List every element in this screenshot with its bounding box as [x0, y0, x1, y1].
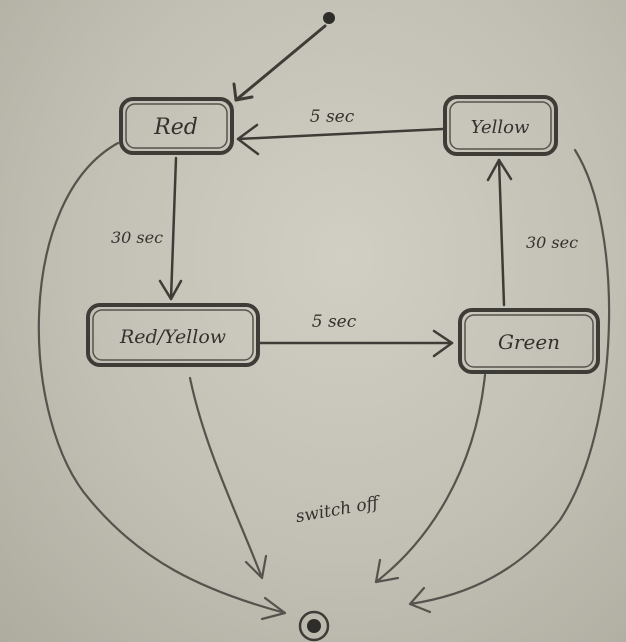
- state-green: Green: [458, 308, 600, 374]
- arrowhead-green-to-final: [374, 558, 400, 584]
- arrowhead-redyellow-to-final: [244, 554, 268, 580]
- label-green-to-yellow: 30 sec: [526, 233, 578, 252]
- transition-redyellow-to-final: [188, 376, 264, 580]
- transition-green-to-yellow: [497, 158, 506, 307]
- final-state: [298, 610, 330, 642]
- arrowhead-red-to-final: [260, 596, 287, 621]
- state-red-yellow-label: Red/Yellow: [119, 326, 226, 348]
- state-red: Red: [119, 97, 234, 155]
- state-red-yellow: Red/Yellow: [86, 303, 260, 367]
- initial-state-dot: [323, 12, 335, 24]
- arrowhead-yellow-to-final: [408, 586, 432, 614]
- transition-yellow-to-red: [236, 127, 445, 141]
- initial-arrowhead: [232, 82, 254, 102]
- initial-transition-arrow: [234, 24, 327, 102]
- label-yellow-to-red: 5 sec: [310, 107, 355, 127]
- transition-yellow-to-final: [408, 148, 611, 606]
- label-redyellow-to-green: 5 sec: [312, 312, 357, 332]
- label-red-to-redyellow: 30 sec: [111, 228, 163, 247]
- label-to-final: switch off: [294, 492, 383, 527]
- state-red-label: Red: [153, 115, 198, 140]
- arrowhead-green-to-yellow: [486, 158, 513, 182]
- state-green-label: Green: [498, 330, 560, 354]
- arrowhead-redyellow-to-green: [432, 329, 454, 358]
- transition-red-to-final: [37, 141, 287, 615]
- arrowhead-red-to-redyellow: [158, 279, 183, 301]
- state-yellow: Yellow: [443, 95, 558, 156]
- state-yellow-label: Yellow: [471, 117, 530, 138]
- arrowhead-yellow-to-red: [236, 123, 260, 156]
- transition-green-to-final: [374, 373, 487, 584]
- transition-red-to-redyellow: [169, 156, 178, 301]
